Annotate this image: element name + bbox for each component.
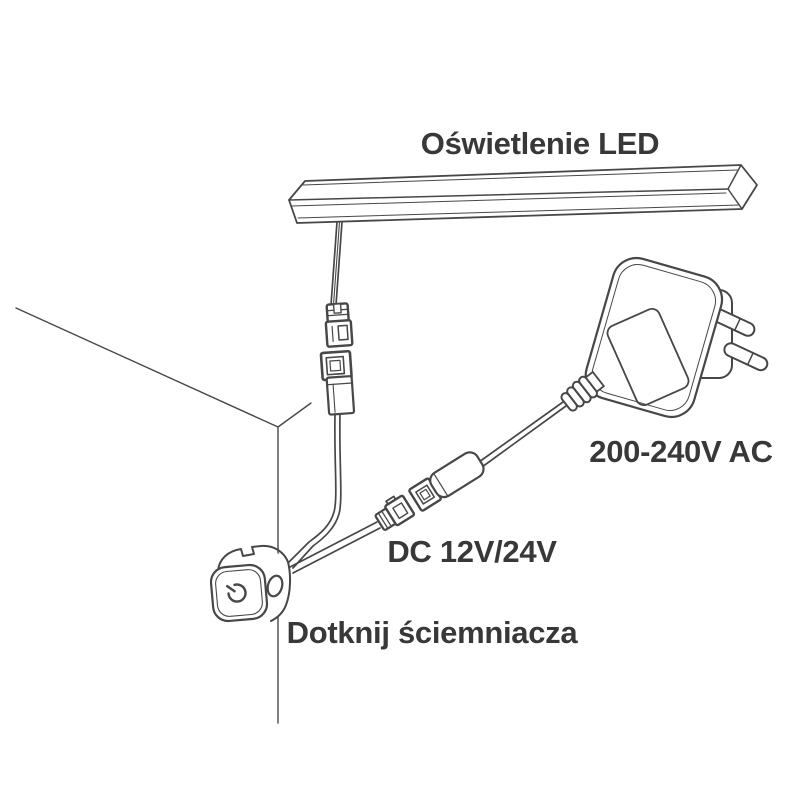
label-ac-power: 200-240V AC bbox=[589, 434, 773, 469]
led-cable-upper bbox=[330, 221, 343, 306]
eu-plug-pins bbox=[711, 308, 769, 372]
led-connector-male bbox=[324, 302, 354, 348]
led-bar bbox=[288, 164, 758, 224]
label-touch-dimmer: Dotknij ściemniacza bbox=[286, 615, 578, 650]
led-connector-female bbox=[319, 349, 356, 416]
led-cable-lower bbox=[288, 413, 342, 569]
strain-relief bbox=[560, 371, 605, 412]
label-led-lighting: Oświetlenie LED bbox=[420, 126, 660, 161]
label-dc-power: DC 12V/24V bbox=[387, 534, 557, 569]
dimmer-side-hole bbox=[266, 574, 284, 598]
dc-cable-from-dimmer bbox=[289, 521, 381, 574]
power-adapter bbox=[560, 256, 769, 419]
power-icon bbox=[225, 583, 247, 603]
adapter-label-plate bbox=[606, 307, 690, 407]
cabinet-corner bbox=[15, 307, 312, 724]
dc-connector-pair bbox=[374, 451, 485, 531]
touch-dimmer bbox=[209, 544, 292, 623]
dc-connector-male bbox=[374, 494, 416, 531]
adapter-body bbox=[584, 256, 724, 419]
adapter-cable bbox=[478, 401, 567, 468]
dc-connector-female bbox=[408, 451, 485, 512]
